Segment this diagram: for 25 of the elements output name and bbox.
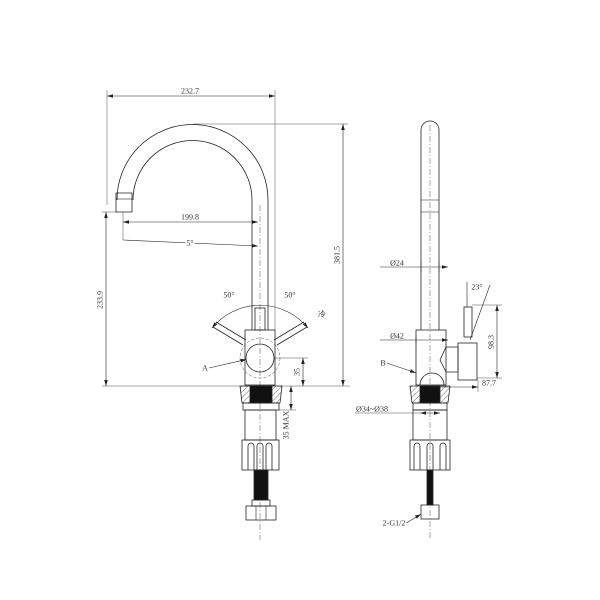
angle-label: 50°	[223, 290, 235, 300]
hose-nut	[420, 504, 440, 520]
valve-cartridge	[246, 344, 274, 372]
dimension-label: 199.8	[181, 212, 199, 222]
thread-label: 2-G1/2	[382, 518, 406, 528]
dimension-label: 35 MAX	[282, 410, 290, 440]
dimension-label: 233.9	[96, 290, 104, 310]
dimension-label: Ø42	[390, 332, 404, 340]
dimension-label: 87.7	[482, 378, 496, 388]
dimension-label: 35	[292, 368, 302, 376]
faucet-body	[416, 330, 446, 386]
callout-letter: A	[202, 364, 208, 372]
dimension-label: 232.7	[181, 86, 199, 96]
leader-line	[386, 362, 416, 374]
leader-line	[208, 358, 247, 368]
dimension-label: 98.3	[486, 335, 496, 349]
leader-line	[406, 514, 422, 524]
dimension-label: 381.5	[332, 246, 342, 264]
angle-label: 50°	[284, 290, 296, 300]
dimension-label: Ø24	[390, 258, 404, 268]
lever-label: 冷	[318, 310, 326, 318]
callout-letter: B	[380, 358, 386, 368]
dimension-label: Ø34~Ø38	[356, 404, 388, 414]
angle-label: 5°	[185, 238, 195, 248]
angle-label: 23°	[471, 282, 483, 292]
